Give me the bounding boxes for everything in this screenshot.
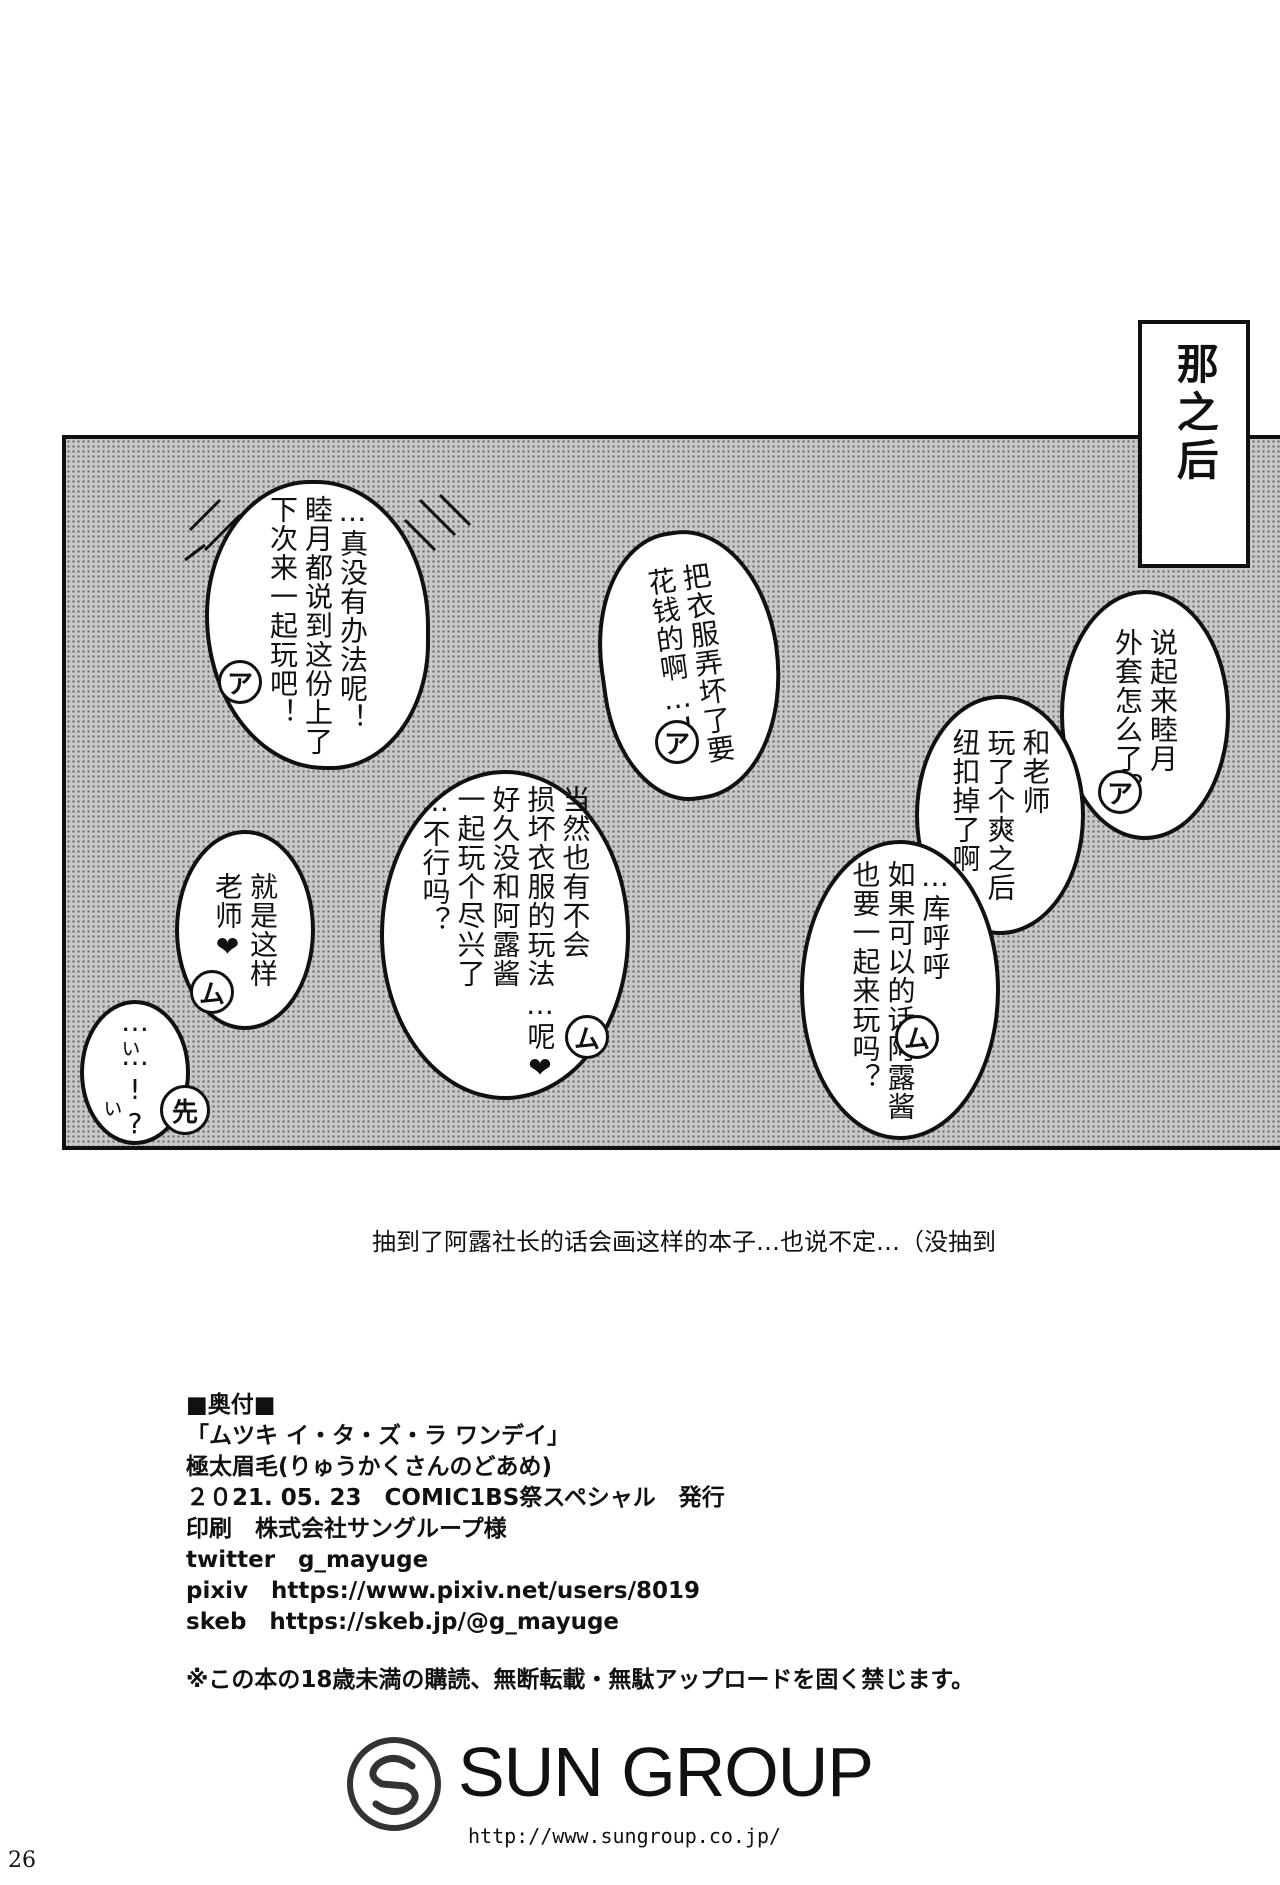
logo-url: http://www.sungroup.co.jp/ — [468, 1824, 782, 1848]
bubble-5-text: …库呼呼 如果可以的话阿露酱 也要一起来玩吗？ — [848, 859, 952, 1121]
logo-name: SUN GROUP — [458, 1733, 874, 1811]
mutsuki-face-icon: ム — [895, 1015, 939, 1059]
aru-face-icon-2: ア — [655, 720, 699, 764]
caption-box: 那之后 — [1138, 320, 1250, 568]
colophon-skeb: skeb https://skeb.jp/@g_mayuge — [186, 1609, 620, 1635]
page-number: 26 — [8, 1848, 36, 1873]
colophon-circle: 極太眉毛(りゅうかくさんのどあめ) — [186, 1454, 553, 1480]
mutsuki-face-icon-3: ム — [190, 970, 234, 1014]
speech-bubble-4: 和老师 玩了个爽之后 纽扣掉了啊 — [915, 695, 1085, 935]
bubble-1-text: …真没有办法呢！ 睦月都说到这份上了 下次来一起玩吧！ — [266, 494, 369, 756]
caption-text: 那之后 — [1170, 342, 1220, 486]
sfx-u-2: ぃ — [102, 1096, 125, 1121]
aru-face-icon-3: ア — [1098, 770, 1142, 814]
mutsuki-face-icon-2: ム — [565, 1015, 609, 1059]
speech-bubble-5: …库呼呼 如果可以的话阿露酱 也要一起来玩吗？ — [800, 840, 1000, 1140]
bubble-8-text: ……!? — [118, 1004, 152, 1141]
speech-bubble-3: 说起来睦月 外套怎么了？ — [1060, 590, 1230, 840]
bubble-4-text: 和老师 玩了个爽之后 纽扣掉了啊 — [948, 728, 1052, 902]
colophon-date: ２０21. 05. 23 COMIC1BS祭スペシャル 発行 — [186, 1485, 725, 1511]
warning-notice: ※この本の18歳未満の購読、無断転載・無駄アップロードを固く禁じます。 — [186, 1667, 975, 1693]
bubble-7-text: 就是这样 老师❤ — [211, 872, 279, 988]
sfx-u-1: ぃ — [120, 1036, 143, 1061]
sun-group-logo-icon — [347, 1737, 441, 1831]
colophon-pixiv: pixiv https://www.pixiv.net/users/8019 — [186, 1578, 700, 1604]
surprise-lines-right — [403, 493, 472, 552]
colophon-header: ■奥付■ — [186, 1392, 276, 1418]
speech-bubble-1: …真没有办法呢！ 睦月都说到这份上了 下次来一起玩吧！ — [205, 480, 430, 770]
colophon-printer: 印刷 株式会社サングループ様 — [186, 1516, 507, 1542]
bubble-6-text: 当然也有不会 损坏衣服的玩法…呢❤ 好久没和阿露酱 一起玩个尽兴了 …不行吗？ — [418, 785, 592, 1085]
colophon: ■奥付■ 「ムツキ イ・タ・ズ・ラ ワンデイ」 極太眉毛(りゅうかくさんのどあめ… — [186, 1390, 725, 1638]
colophon-twitter: twitter g_mayuge — [186, 1547, 429, 1573]
sun-group-logo: SUN GROUP http://www.sungroup.co.jp/ — [346, 1732, 874, 1852]
afterword-text: 抽到了阿露社长的话会画这样的本子…也说不定…（没抽到 — [372, 1228, 996, 1256]
colophon-title: 「ムツキ イ・タ・ズ・ラ ワンデイ」 — [186, 1423, 571, 1449]
aru-face-icon: ア — [218, 660, 262, 704]
sensei-face-icon: 先 — [160, 1085, 210, 1135]
